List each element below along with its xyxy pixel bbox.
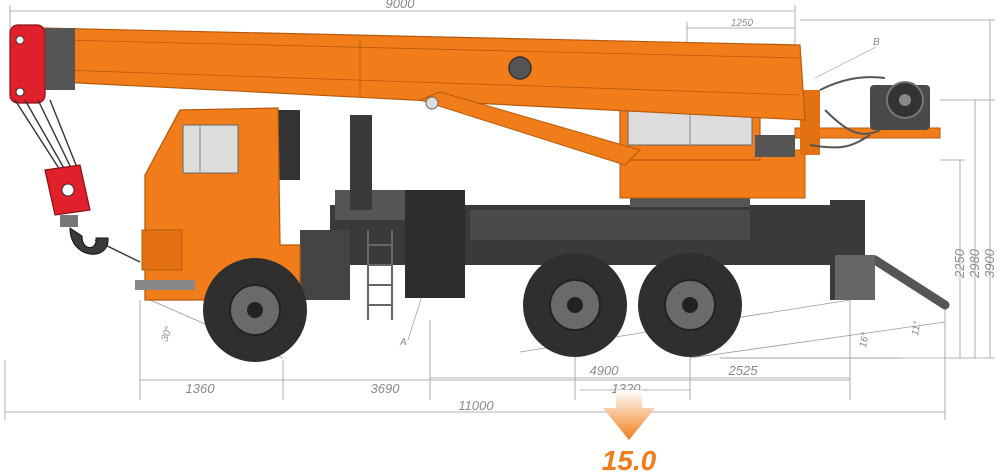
dim-angle-rear-1: 16° — [858, 332, 871, 349]
dim-angle-front: 30° — [159, 325, 175, 343]
dim-rear-overhang: 2525 — [728, 363, 759, 378]
chassis — [278, 110, 865, 300]
hoist-winch — [870, 81, 930, 130]
lift-cylinder — [418, 91, 641, 166]
dim-height-2: 2980 — [967, 248, 982, 279]
dim-height-3: 3900 — [982, 248, 997, 278]
hook-icon — [69, 227, 109, 255]
telescopic-boom — [39, 27, 806, 121]
hoist-cables — [14, 99, 141, 263]
callout-a-leader — [407, 295, 423, 341]
capacity-label: 15.0 — [602, 445, 657, 474]
hydraulic-hoses — [809, 76, 886, 149]
front-wheel — [203, 258, 307, 362]
boom-head — [9, 24, 75, 104]
callout-b: B — [873, 37, 880, 48]
rear-wheel-1 — [523, 253, 627, 357]
hook-block — [44, 164, 91, 227]
rear-outrigger — [835, 255, 950, 310]
dim-outrigger-span: 4900 — [590, 363, 620, 378]
access-ladder — [367, 230, 393, 320]
truck-cab — [135, 107, 301, 301]
dim-angle-rear-2: 11° — [910, 320, 923, 336]
callout-a: A — [399, 337, 407, 348]
capacity-arrow-icon — [603, 390, 655, 440]
dim-boom-length: 9000 — [386, 0, 416, 11]
dim-cab-front: 1360 — [186, 381, 216, 396]
callout-b-leader — [814, 46, 877, 79]
dim-height-1: 2250 — [952, 248, 967, 279]
dim-rotation-offset: 1250 — [731, 18, 754, 29]
rear-wheel-2 — [638, 253, 742, 357]
dim-front-axle: 3690 — [371, 381, 401, 396]
dim-total-length: 11000 — [458, 398, 494, 413]
